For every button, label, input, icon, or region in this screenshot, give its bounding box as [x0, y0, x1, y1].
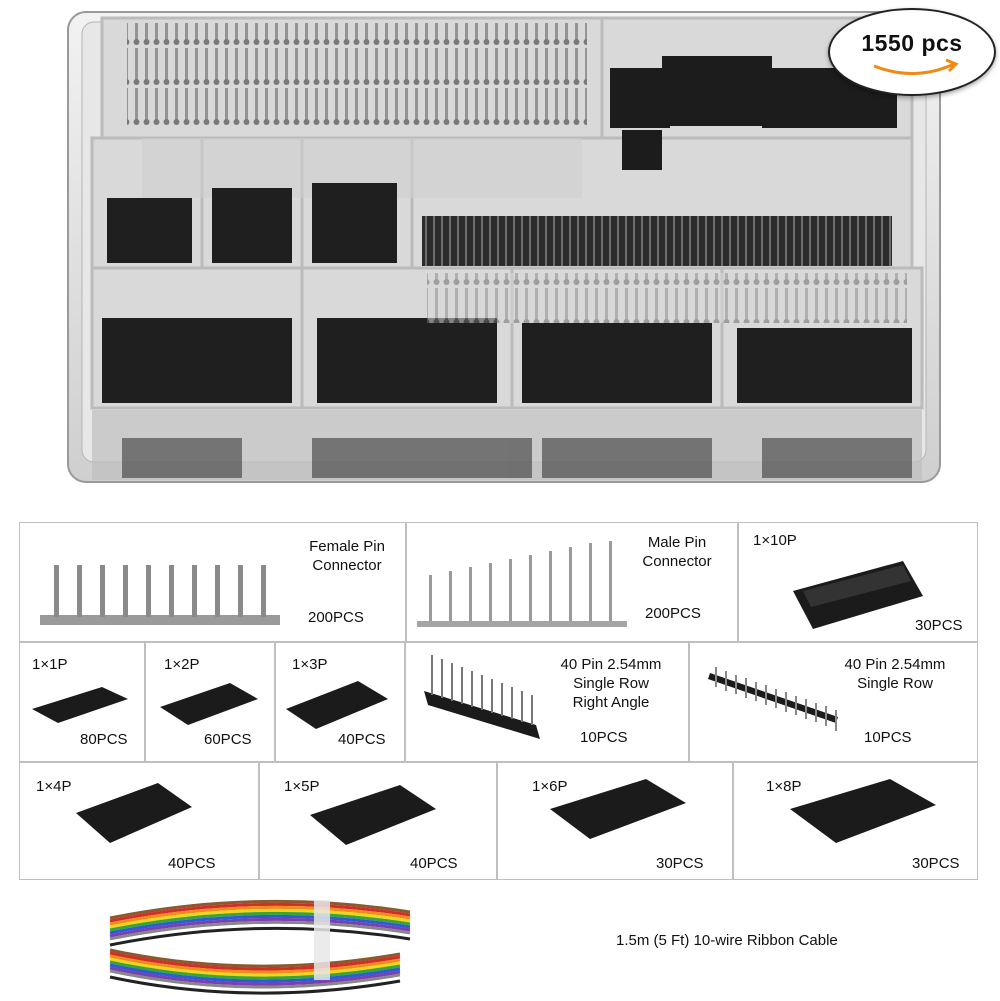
ribbon-cable-drawing: [109, 899, 411, 995]
cable-wire: [109, 972, 401, 992]
housing-1x6p-image: [550, 779, 686, 839]
cable-wire: [109, 905, 411, 926]
item-count: 40PCS: [410, 855, 458, 872]
item-title: 1×2P: [164, 656, 200, 673]
item-title: 40 Pin 2.54mm Single Row: [844, 656, 946, 692]
item-title: 1×8P: [766, 778, 802, 795]
item-1x10p: 1×10P 30PCS: [738, 522, 978, 642]
item-header-right-angle: 40 Pin 2.54mm Single Row Right Angle 10P…: [405, 642, 689, 762]
header-right-angle-image: [424, 655, 540, 739]
housing-1x3p-image: [286, 681, 388, 729]
item-count: 10PCS: [580, 729, 628, 746]
housing-1x5p-image: [310, 785, 436, 845]
item-count: 40PCS: [168, 855, 216, 872]
item-title: Female Pin Connector: [309, 538, 385, 574]
cable-wire: [109, 948, 401, 968]
item-title: 1×10P: [753, 532, 797, 549]
item-count: 40PCS: [338, 731, 386, 748]
item-count: 10PCS: [864, 729, 912, 746]
cable-wire: [109, 954, 401, 974]
item-1x3p: 1×3P 40PCS: [275, 642, 405, 762]
item-1x2p: 1×2P 60PCS: [145, 642, 275, 762]
housing-1x4p-image: [76, 783, 192, 843]
item-male-pin: Male Pin Connector 200PCS: [406, 522, 738, 642]
item-title: 40 Pin 2.54mm Single Row Right Angle: [560, 656, 662, 711]
item-1x1p: 1×1P 80PCS: [19, 642, 145, 762]
cable-wire: [109, 911, 411, 932]
header-single-row-image: [708, 667, 838, 731]
cable-wire: [109, 914, 411, 935]
item-count: 200PCS: [645, 605, 701, 622]
cable-wire: [109, 951, 401, 971]
cable-tie: [314, 900, 330, 980]
item-title: 1×4P: [36, 778, 72, 795]
cable-wire: [109, 963, 401, 983]
item-title: 1×3P: [292, 656, 328, 673]
storage-box-image: [62, 8, 962, 500]
item-1x8p: 1×8P 30PCS: [733, 762, 978, 880]
item-1x4p: 1×4P 40PCS: [19, 762, 259, 880]
piece-count-badge: 1550 pcs: [828, 8, 996, 96]
cable-wire: [109, 917, 411, 938]
badge-text: 1550 pcs: [861, 30, 963, 56]
male-pin-image: [417, 541, 627, 627]
cable-wire: [109, 969, 401, 989]
ribbon-cable-label: 1.5m (5 Ft) 10-wire Ribbon Cable: [616, 932, 838, 949]
item-count: 30PCS: [912, 855, 960, 872]
cable-wire: [109, 923, 411, 944]
cable-wire: [109, 975, 401, 995]
housing-1x1p-image: [32, 687, 128, 723]
item-title: 1×5P: [284, 778, 320, 795]
item-title: 1×6P: [532, 778, 568, 795]
cable-wire: [109, 926, 411, 947]
item-count: 200PCS: [308, 609, 364, 626]
item-count: 30PCS: [915, 617, 963, 634]
item-1x6p: 1×6P 30PCS: [497, 762, 733, 880]
cable-wire: [109, 957, 401, 977]
housing-1x8p-image: [790, 779, 936, 843]
ribbon-cable-image: [100, 888, 420, 996]
female-pin-image: [40, 565, 280, 625]
cable-wire: [109, 966, 401, 986]
item-1x5p: 1×5P 40PCS: [259, 762, 497, 880]
item-count: 60PCS: [204, 731, 252, 748]
housing-1x2p-image: [160, 683, 258, 725]
item-count: 30PCS: [656, 855, 704, 872]
housing-1x10p-image: [793, 561, 923, 629]
item-title: Male Pin Connector: [642, 534, 712, 570]
cable-wire: [109, 908, 411, 929]
item-female-pin: Female Pin Connector 200PCS: [19, 522, 406, 642]
item-header-single-row: 40 Pin 2.54mm Single Row 10PCS: [689, 642, 978, 762]
cable-wire: [109, 902, 411, 923]
cable-wire: [109, 899, 411, 920]
item-count: 80PCS: [80, 731, 128, 748]
cable-wire: [109, 920, 411, 941]
item-title: 1×1P: [32, 656, 68, 673]
swoosh-arrow-icon: [873, 58, 959, 75]
cable-wire: [109, 960, 401, 980]
